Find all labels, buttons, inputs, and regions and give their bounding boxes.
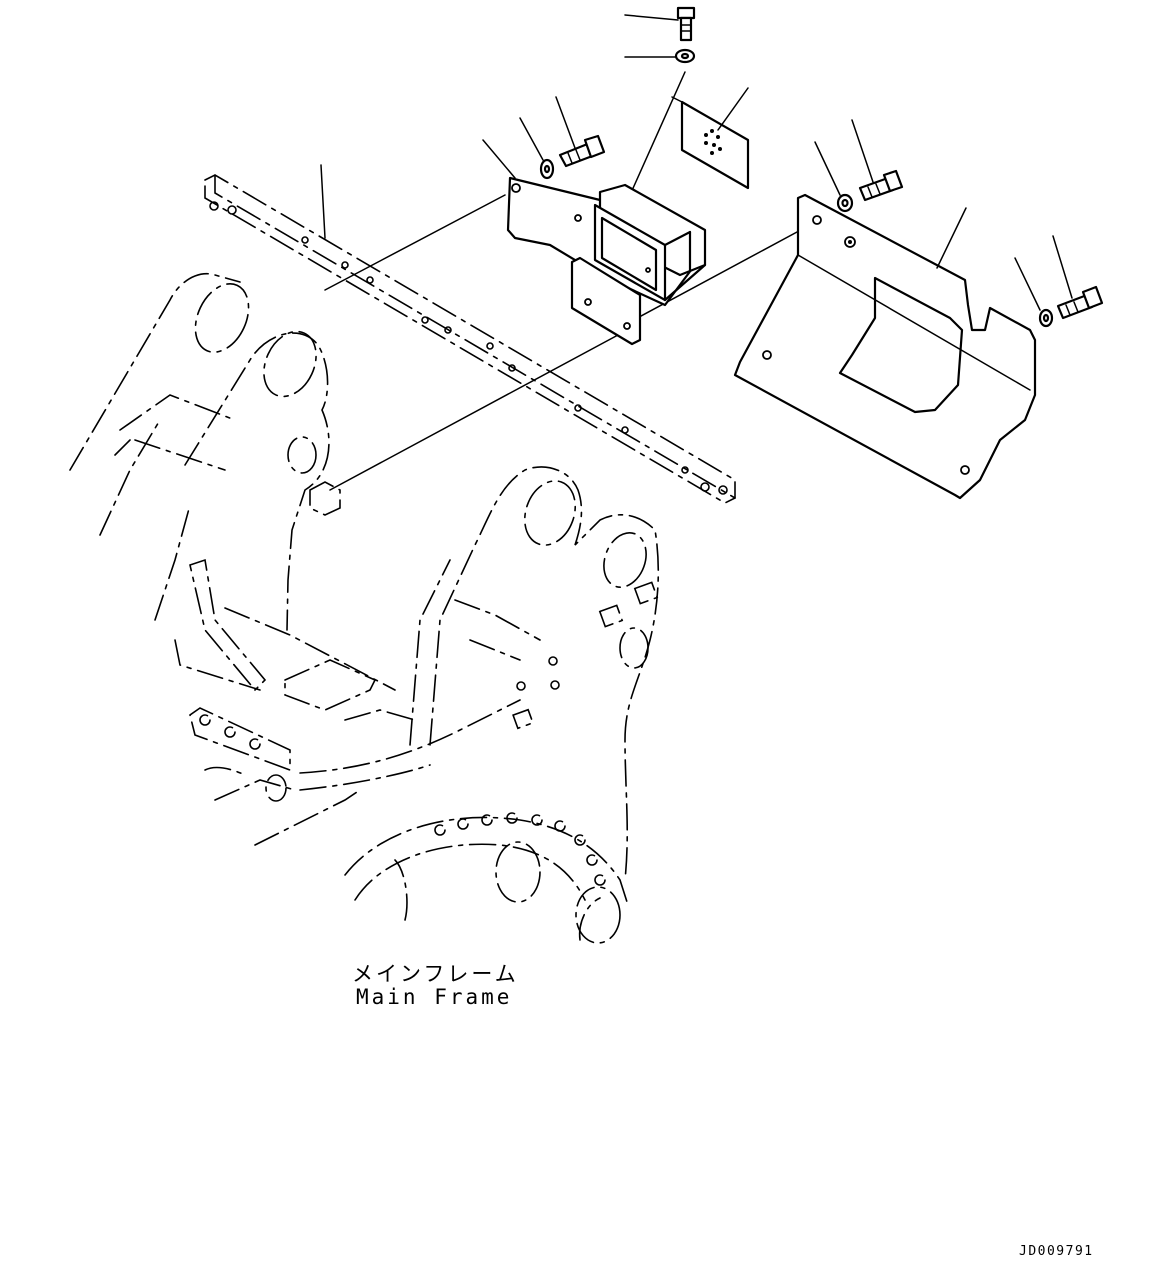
bolt-cover-left bbox=[858, 169, 904, 202]
main-frame-label-en: Main Frame bbox=[356, 985, 513, 1009]
main-frame-phantom bbox=[69, 273, 660, 944]
drawing-code: JD009791 bbox=[1019, 1244, 1094, 1259]
bolt-bracket bbox=[558, 134, 606, 168]
long-bar-part bbox=[204, 174, 736, 504]
bolt-cover-right bbox=[1056, 285, 1104, 320]
cover-part bbox=[733, 193, 1037, 500]
plate-tag-part bbox=[671, 96, 750, 190]
callout-leaders bbox=[320, 14, 1073, 311]
washer-top bbox=[674, 48, 696, 64]
bolt-top bbox=[676, 6, 696, 42]
washer-bracket bbox=[539, 158, 555, 180]
washer-cover-left bbox=[836, 193, 854, 213]
washer-cover-right bbox=[1038, 308, 1054, 328]
main-frame-label-jp: メインフレーム bbox=[352, 962, 519, 986]
bracket-part bbox=[506, 176, 707, 346]
assembly-leaders bbox=[324, 71, 811, 491]
